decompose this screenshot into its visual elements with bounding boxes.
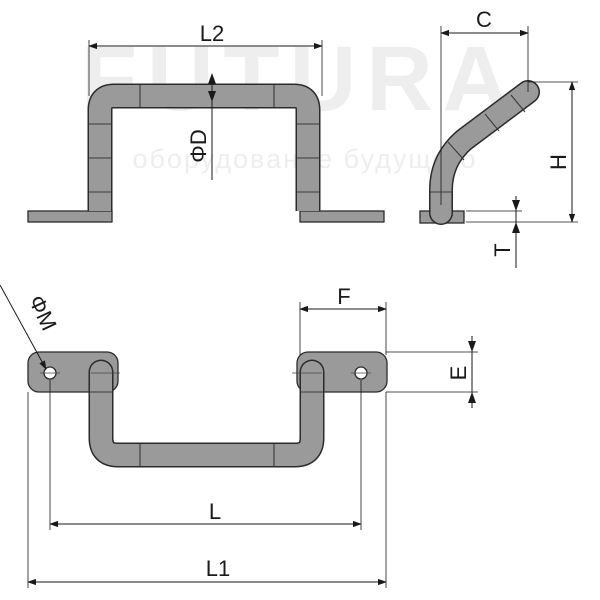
dim-m-label: ΦM	[24, 291, 62, 334]
top-rod-fill	[90, 361, 323, 466]
front-left-base-plate	[27, 210, 113, 223]
dim-d-label: ΦD	[186, 129, 211, 162]
dim-m-leader	[0, 284, 47, 370]
front-right-base-plate	[299, 210, 385, 223]
dim-h-label: H	[546, 154, 571, 170]
dim-c-label: C	[476, 7, 492, 32]
dim-e-label: E	[446, 366, 471, 381]
dim-l2-label: L2	[200, 21, 224, 46]
dim-l-label: L	[209, 499, 221, 524]
dim-f-label: F	[337, 284, 350, 309]
side-view: C H T	[419, 7, 578, 268]
dim-l1-label: L1	[206, 556, 230, 581]
dim-t-label: T	[490, 243, 515, 256]
top-rod-outline	[88, 359, 325, 468]
top-view: ΦM F E L L1	[0, 284, 478, 588]
front-view: L2 ΦD	[27, 21, 385, 223]
front-rod-fill	[89, 85, 319, 211]
